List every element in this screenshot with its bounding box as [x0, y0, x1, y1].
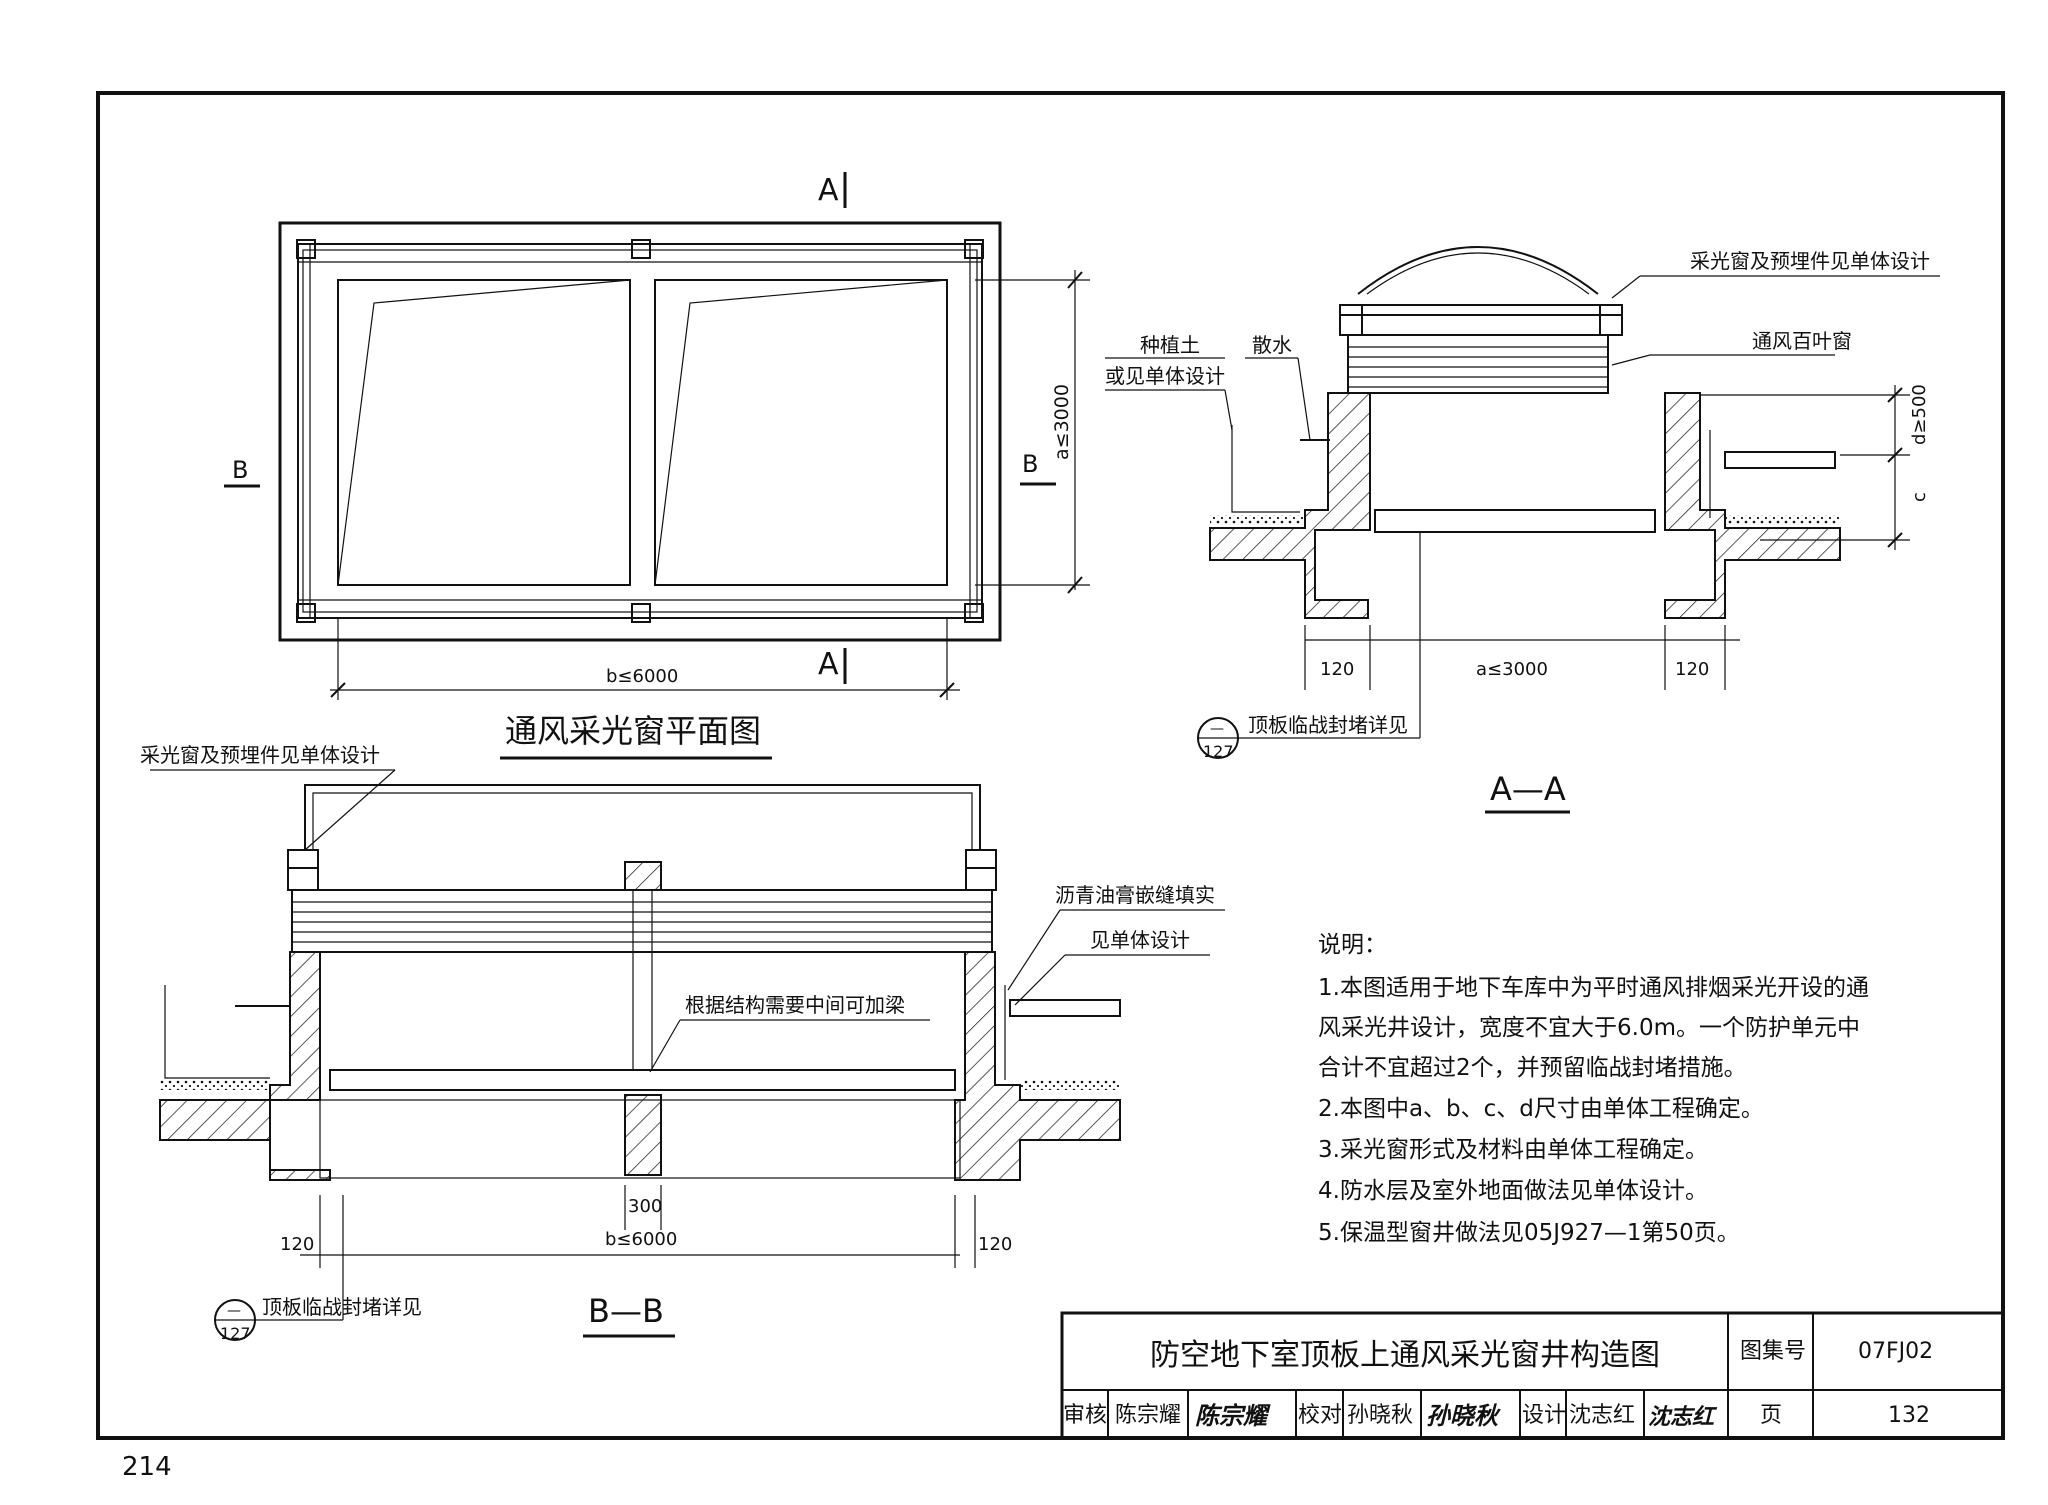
bb-ref-label: 顶板临战封堵详见 [262, 1295, 422, 1319]
plan-post [296, 239, 316, 259]
bb-title: B—B [588, 1292, 664, 1330]
page-value: 132 [1888, 1403, 1930, 1428]
bb-left-wall [159, 951, 331, 1181]
notes-line: 合计不宜超过2个，并预留临战封堵措施。 [1318, 1055, 1747, 1081]
cut-mark-a-bottom: A [818, 647, 839, 682]
bb-label-asphalt: 沥青油膏嵌缝填实 [1055, 883, 1215, 907]
notes-line: 2.本图中a、b、c、d尺寸由单体工程确定。 [1318, 1096, 1764, 1122]
checker-name: 孙晓秋 [1347, 1403, 1413, 1428]
plan-glass-right [654, 279, 948, 586]
plan-glass-left [337, 279, 631, 586]
aa-title: A—A [1490, 770, 1566, 808]
notes-line: 5.保温型窗井做法见05J927—1第50页。 [1318, 1220, 1740, 1246]
atlas-label: 图集号 [1740, 1339, 1806, 1364]
aa-label-skylight: 采光窗及预埋件见单体设计 [1690, 249, 1930, 273]
section-b-b: 300 120 b≤6000 120 采光窗及预埋件见单体设计 沥青油膏嵌缝填实… [140, 743, 1225, 1343]
title-block-title: 防空地下室顶板上通风采光窗井构造图 [1150, 1338, 1660, 1373]
plan-outer-curb [278, 221, 1002, 642]
plan-dim-a: a≤3000 [1051, 384, 1073, 460]
bb-label-skylight: 采光窗及预埋件见单体设计 [140, 743, 380, 767]
check-label: 校对 [1298, 1403, 1342, 1428]
aa-right-wall [1664, 392, 1841, 619]
plan-dim-b: b≤6000 [606, 666, 678, 687]
aa-ref-label: 顶板临战封堵详见 [1248, 713, 1408, 737]
aa-label-drain: 散水 [1252, 333, 1292, 357]
aa-dim-a: a≤3000 [1476, 659, 1548, 680]
notes-line: 3.采光窗形式及材料由单体工程确定。 [1318, 1137, 1708, 1163]
notes-line: 风采光井设计，宽度不宜大于6.0m。一个防护单元中 [1318, 1015, 1860, 1041]
bb-dim-right: 120 [978, 1234, 1012, 1255]
bb-right-wall [954, 951, 1121, 1181]
title-block: 防空地下室顶板上通风采光窗井构造图 图集号 07FJ02 审核 陈宗耀 陈宗耀 … [1060, 1311, 2005, 1440]
bb-label-see: 见单体设计 [1090, 928, 1190, 952]
aa-louver [1347, 334, 1609, 394]
bb-mid-beam [624, 1094, 662, 1176]
aa-dim-right: 120 [1675, 659, 1709, 680]
atlas-number: 07FJ02 [1858, 1339, 1933, 1364]
designer-signature: 沈志红 [1648, 1404, 1718, 1430]
aa-label-soil-2: 或见单体设计 [1105, 364, 1225, 388]
reviewer-signature: 陈宗耀 [1195, 1401, 1271, 1430]
aa-label-soil-1: 种植土 [1140, 333, 1200, 357]
aa-label-louver: 通风百叶窗 [1752, 329, 1852, 353]
page-label: 页 [1760, 1403, 1782, 1428]
plan-post [631, 239, 651, 259]
aa-ref-top: — [1210, 721, 1224, 737]
sheet-border [96, 91, 2005, 1440]
page-number: 214 [122, 1452, 172, 1482]
bb-ref-bottom: 127 [220, 1324, 251, 1343]
aa-left-wall [1209, 392, 1371, 619]
bb-dim-b: b≤6000 [605, 1229, 677, 1250]
plan-view: A A B B a≤3000 b≤6000 通风采光窗平面图 [224, 172, 1090, 760]
cut-mark-b-left: B [232, 456, 248, 484]
plan-frame [297, 243, 983, 619]
aa-dim-d: d≥500 [1909, 384, 1930, 445]
design-label: 设计 [1522, 1403, 1566, 1428]
reviewer-name: 陈宗耀 [1115, 1403, 1181, 1428]
notes-line: 4.防水层及室外地面做法见单体设计。 [1318, 1178, 1708, 1204]
plan-post [964, 603, 984, 623]
notes-block: 说明： 1.本图适用于地下车库中为平时通风排烟采光开设的通 风采光井设计，宽度不… [1318, 932, 1869, 1246]
aa-ref-bottom: 127 [1203, 742, 1234, 761]
section-a-a: d≥500 c 120 a≤3000 120 采光窗及预埋件见单体设计 通风百叶… [1105, 246, 1940, 814]
cut-mark-a-top: A [818, 173, 839, 208]
bb-dim-300: 300 [628, 1196, 662, 1217]
plan-post [631, 603, 651, 623]
checker-signature: 孙晓秋 [1426, 1401, 1501, 1430]
bb-label-beam: 根据结构需要中间可加梁 [685, 993, 905, 1017]
bb-ref-top: — [227, 1303, 241, 1319]
plan-title: 通风采光窗平面图 [505, 712, 761, 750]
notes-heading: 说明： [1318, 932, 1387, 958]
review-label: 审核 [1063, 1403, 1107, 1428]
notes-line: 1.本图适用于地下车库中为平时通风排烟采光开设的通 [1318, 975, 1869, 1001]
bb-dim-left: 120 [280, 1234, 314, 1255]
bb-louver [291, 889, 993, 1070]
plan-post [296, 603, 316, 623]
cut-mark-b-right: B [1022, 450, 1038, 478]
designer-name: 沈志红 [1569, 1403, 1635, 1428]
aa-dim-left: 120 [1320, 659, 1354, 680]
aa-dim-c: c [1909, 492, 1930, 502]
plan-post [964, 239, 984, 259]
